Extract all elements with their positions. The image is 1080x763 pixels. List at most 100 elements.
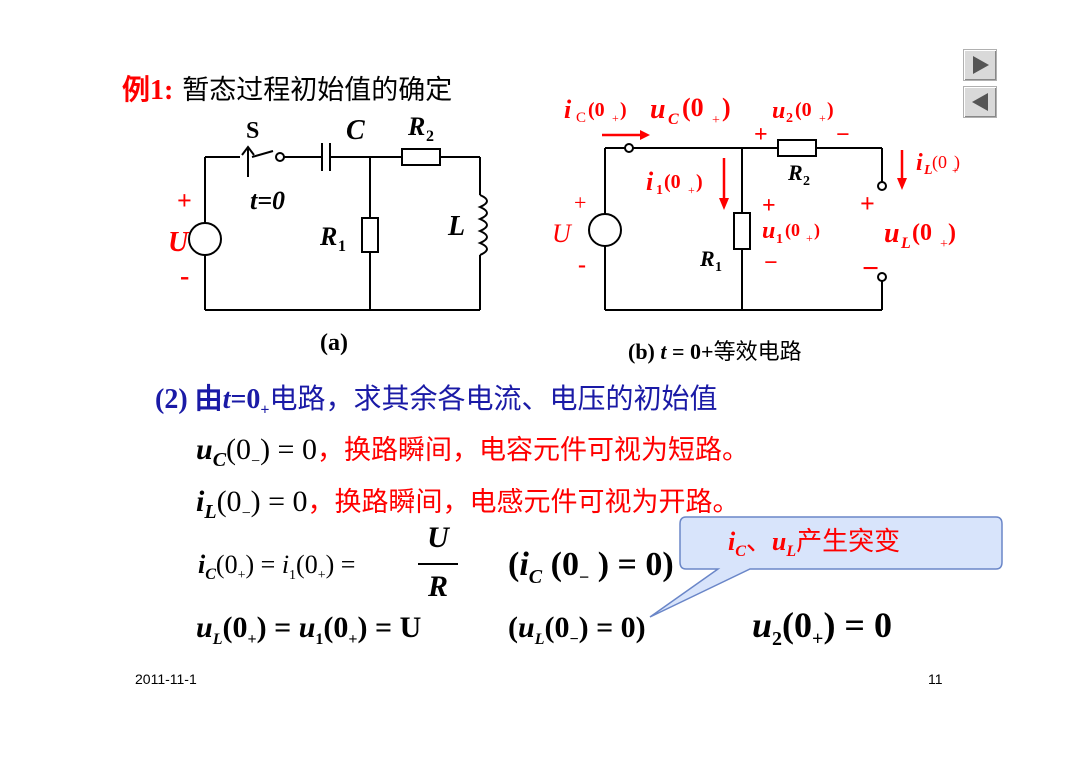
ic-c-sub: +	[317, 568, 326, 584]
switch-label: S	[246, 118, 259, 144]
ul-minus-u: u	[518, 611, 535, 644]
step-t: t	[222, 384, 231, 415]
next-slide-button[interactable]	[963, 49, 997, 81]
r1-sub: 1	[338, 238, 346, 255]
u2-label: u	[772, 98, 785, 124]
ic-minus-sub: C	[528, 565, 543, 588]
il-symbol: i	[196, 485, 205, 518]
ul-label: u	[884, 218, 900, 249]
r2b-sub: 2	[803, 174, 810, 189]
u2-arg: (0	[795, 99, 812, 121]
caption-a: (a)	[320, 330, 348, 356]
il-note: ，换路瞬间，电感元件可视为开路。	[307, 487, 740, 517]
equation-ul-minus: (uL(0−) = 0)	[508, 610, 646, 649]
equation-u2: u2(0+) = 0	[752, 604, 892, 651]
callout-text: iC、uL产生突变	[728, 521, 900, 561]
u1-sub: 1	[315, 631, 324, 648]
il-sub: L	[204, 501, 217, 523]
circuit-b-diagram: i C (0 + ) u C (0 + ) u 2 (0 + ) + − R 2…	[552, 93, 960, 364]
u2-arg-close: )	[827, 99, 834, 121]
r2b-label: R	[787, 160, 803, 185]
ic-arg-sub: +	[612, 111, 619, 125]
source-label: U	[168, 227, 190, 258]
callout-ul-sub: L	[786, 543, 797, 561]
callout-sep: 、	[745, 526, 772, 556]
il-eq: (0	[216, 485, 242, 518]
il-eq-end: ) = 0	[250, 485, 308, 518]
ul-plus: +	[860, 189, 875, 218]
u2-end: ) = 0	[823, 605, 892, 645]
u1-arg: (0	[785, 220, 800, 241]
uc-eq: (0	[226, 433, 252, 466]
uc-eq-end: ) = 0	[260, 433, 317, 466]
uc-arg-sub: +	[712, 113, 720, 128]
callout-ul: u	[771, 527, 787, 556]
ul-arg-sub: +	[940, 237, 948, 252]
ul-symbol: u	[196, 611, 213, 644]
i1-arg: (0	[664, 171, 681, 193]
r1-label: R	[319, 222, 337, 251]
ic-c: (0	[296, 550, 318, 579]
ic-arg: (0	[588, 99, 605, 121]
r2-plus: +	[754, 122, 768, 148]
i1-arg-close: )	[696, 171, 703, 193]
step-sub: +	[260, 401, 270, 419]
step-eq: =0	[230, 384, 261, 415]
ic-symbol: i	[198, 550, 206, 579]
callout-ic: i	[728, 527, 736, 556]
u1-minus: −	[764, 250, 778, 276]
source-b-label: U	[552, 219, 573, 248]
equation-il: iL(0−) = 0，换路瞬间，电感元件可视为开路。	[196, 480, 740, 524]
ic-minus-i: i	[519, 546, 529, 583]
equation-ic-minus: (iC (0− ) = 0)	[508, 544, 674, 589]
ul-sub: L	[900, 235, 911, 252]
play-right-icon	[973, 56, 989, 74]
u1-arg-sub: +	[806, 231, 813, 245]
ul-minus-arg-sub: −	[569, 631, 579, 648]
equation-ic: iC(0+) = i1(0+) =	[198, 550, 355, 584]
il-sub: L	[923, 163, 933, 178]
r1b-sub: 1	[715, 260, 722, 275]
prev-slide-button[interactable]	[963, 86, 997, 118]
ic-arg-close: )	[620, 99, 627, 121]
ul-a: (0	[222, 611, 248, 644]
fraction-bar	[418, 563, 458, 565]
ul-a-sub: +	[247, 631, 257, 648]
uc-symbol: u	[196, 433, 213, 466]
u1-sub: 1	[776, 232, 783, 247]
ic-sub: C	[205, 566, 216, 584]
uc-eq-sub: −	[251, 453, 261, 470]
i1-sub: 1	[656, 183, 663, 198]
source-minus: -	[578, 252, 586, 278]
plus-label: +	[177, 186, 192, 215]
step-prefix: (2) 由	[155, 384, 223, 415]
ul-c: (0	[323, 611, 349, 644]
step-line: (2) 由t=0+电路，求其余各电流、电压的初始值	[155, 377, 718, 420]
r2-minus: −	[836, 122, 850, 148]
ic-minus-end: ) = 0)	[589, 546, 674, 583]
circuit-a-diagram: S C R 2 t=0 R 1 L + U - (a)	[168, 112, 488, 356]
fraction-numerator: U	[427, 521, 449, 554]
u2-sub: 2	[772, 628, 783, 651]
ul-minus-arg: (0	[544, 611, 570, 644]
equation-uc: uC(0−) = 0，换路瞬间，电容元件可视为短路。	[196, 428, 749, 472]
ul-minus-open: (	[508, 611, 518, 644]
uc-sub: C	[668, 111, 679, 128]
uc-note: ，换路瞬间，电容元件可视为短路。	[316, 435, 749, 465]
ul-arg: (0	[912, 220, 932, 246]
ic-minus-arg: (0	[542, 546, 579, 583]
title-text: 暂态过程初始值的确定	[182, 75, 453, 105]
ul-sub: L	[212, 631, 223, 648]
ul-minus-end: ) = 0)	[578, 611, 646, 644]
i1-sub: 1	[289, 568, 297, 584]
ic-d: ) =	[325, 550, 356, 579]
uc-arg-close: )	[722, 93, 731, 122]
ul-minus-sub: L	[534, 631, 545, 648]
uc-label: u	[650, 94, 666, 125]
callout-shape	[649, 516, 1003, 618]
u1-symbol: u	[298, 611, 316, 644]
title-prefix: 例1:	[122, 75, 174, 106]
u2-sub: 2	[786, 111, 793, 126]
step-rest: 电路，求其余各电流、电压的初始值	[269, 383, 718, 414]
r2-label: R	[407, 112, 425, 141]
